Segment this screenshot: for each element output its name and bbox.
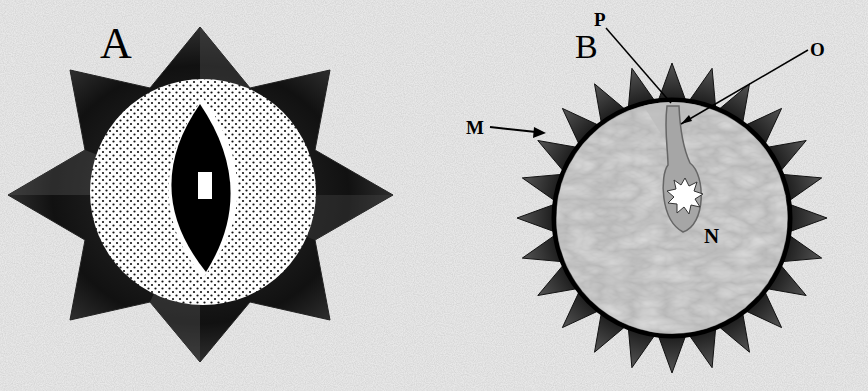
- part-label: N: [704, 226, 719, 247]
- panel-letter: A: [100, 22, 132, 66]
- part-label: O: [810, 40, 825, 59]
- part-label: M: [466, 118, 484, 137]
- panel-letter: B: [575, 30, 598, 64]
- part-label: P: [594, 10, 606, 29]
